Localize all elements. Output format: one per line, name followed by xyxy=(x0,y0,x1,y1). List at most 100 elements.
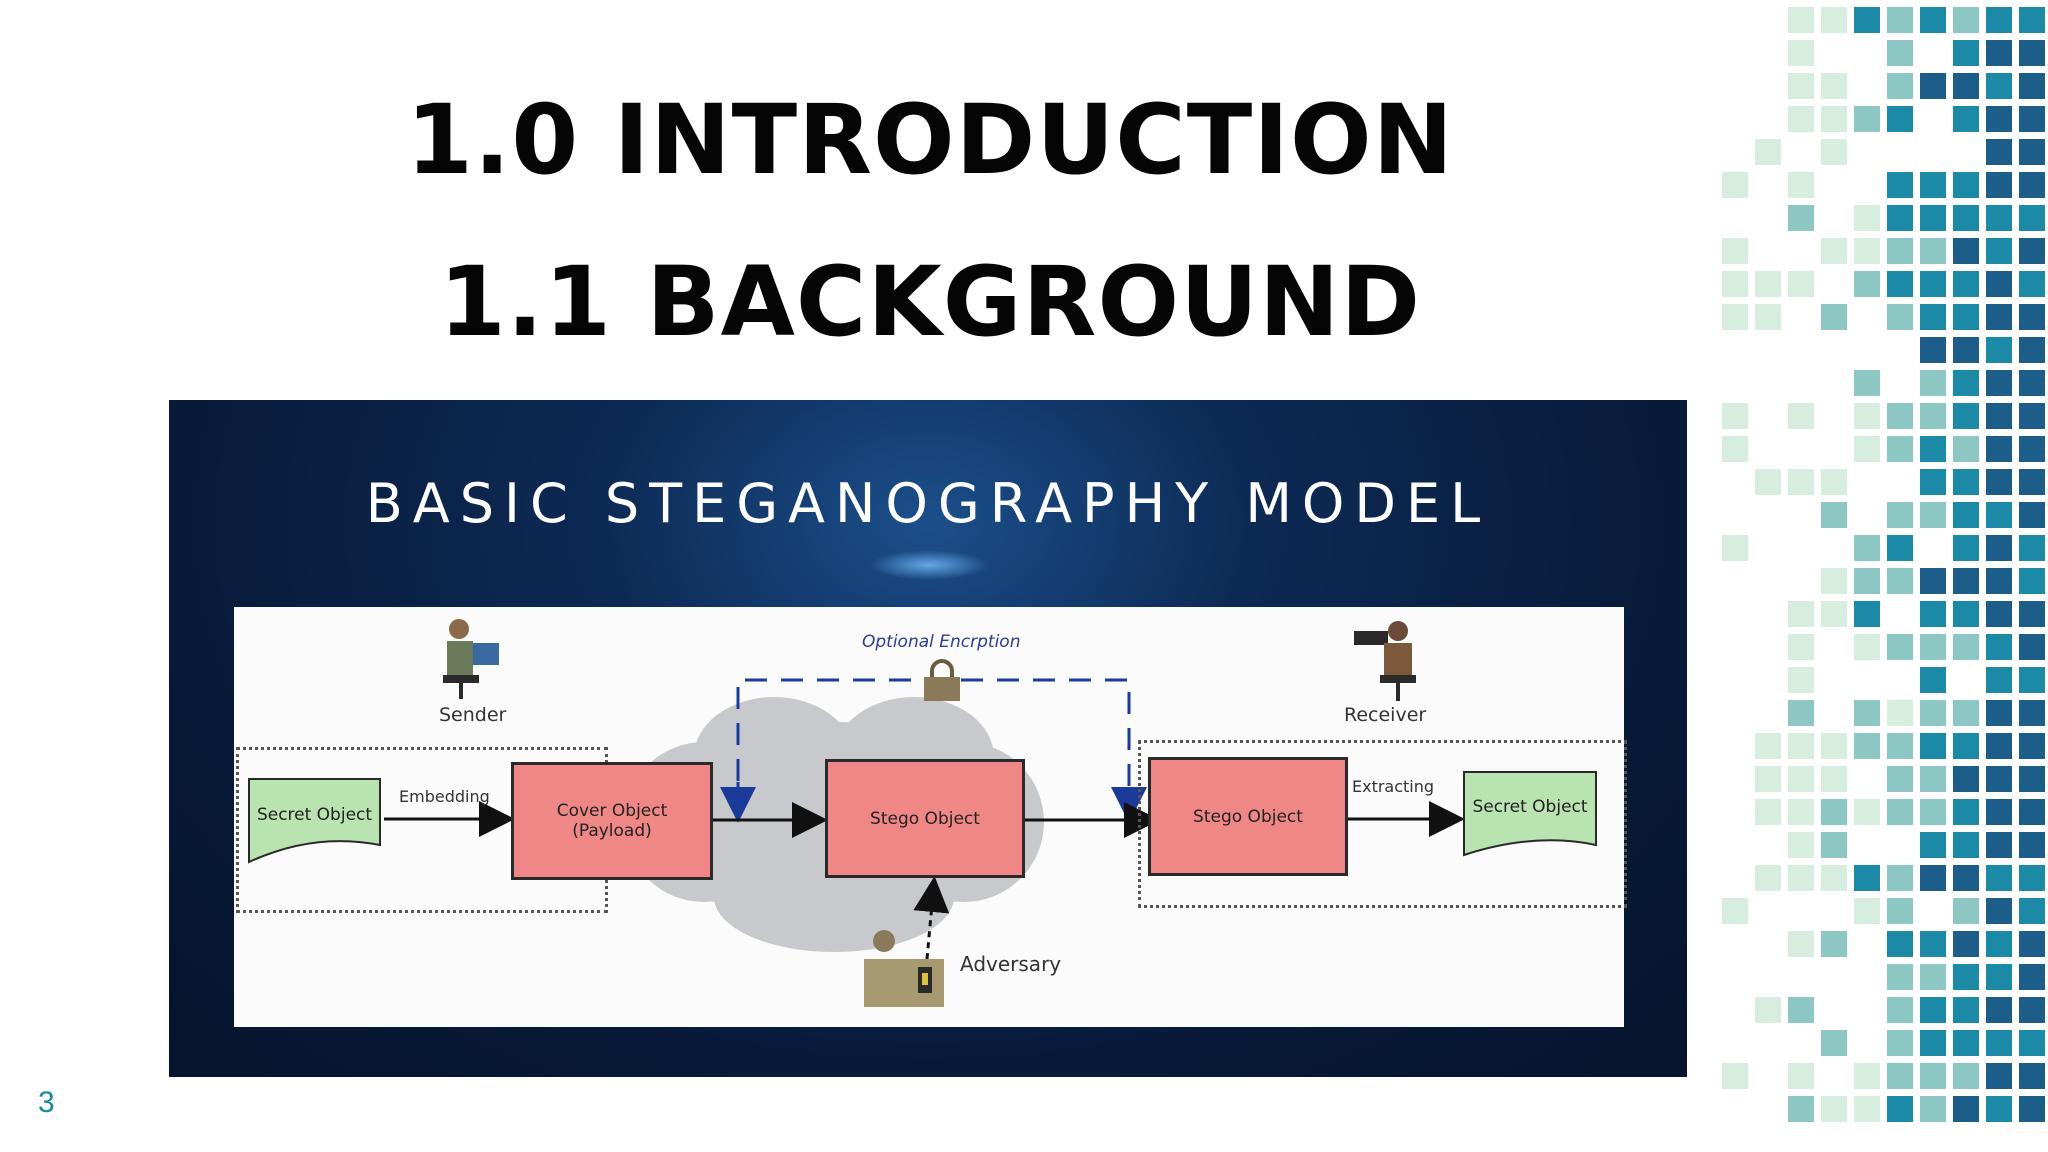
mosaic-tile xyxy=(2019,271,2045,297)
mosaic-tile xyxy=(1986,634,2012,660)
mosaic-tile xyxy=(2019,403,2045,429)
mosaic-tile xyxy=(1953,568,1979,594)
mosaic-tile xyxy=(2019,238,2045,264)
mosaic-tile xyxy=(1854,205,1880,231)
adversary-label: Adversary xyxy=(960,952,1062,976)
mosaic-tile xyxy=(1722,1063,1748,1089)
mosaic-tile xyxy=(1722,436,1748,462)
secret-object-right-shape xyxy=(1463,771,1597,857)
mosaic-tile xyxy=(2019,304,2045,330)
mosaic-tile xyxy=(1854,106,1880,132)
mosaic-tile xyxy=(1953,370,1979,396)
mosaic-tile xyxy=(1788,601,1814,627)
sender-person-icon xyxy=(443,619,499,699)
mosaic-tile xyxy=(2019,535,2045,561)
mosaic-tile xyxy=(1722,403,1748,429)
mosaic-tile xyxy=(1953,1063,1979,1089)
mosaic-tile xyxy=(1953,337,1979,363)
mosaic-tile xyxy=(1755,766,1781,792)
mosaic-tile xyxy=(1953,40,1979,66)
adversary-person-icon xyxy=(864,930,944,1007)
mosaic-tile xyxy=(1821,799,1847,825)
mosaic-tile xyxy=(1953,403,1979,429)
mosaic-tile xyxy=(1887,106,1913,132)
mosaic-tile xyxy=(2019,205,2045,231)
mosaic-tile xyxy=(1788,700,1814,726)
mosaic-tile xyxy=(1953,73,1979,99)
mosaic-tile xyxy=(1920,502,1946,528)
mosaic-tile xyxy=(1887,898,1913,924)
mosaic-tile xyxy=(1986,799,2012,825)
mosaic-tile xyxy=(2019,634,2045,660)
mosaic-tile xyxy=(2019,865,2045,891)
mosaic-tile xyxy=(1887,304,1913,330)
cover-object-node: Cover Object (Payload) xyxy=(511,762,713,880)
mosaic-tile xyxy=(2019,832,2045,858)
mosaic-tile xyxy=(1986,73,2012,99)
mosaic-tile xyxy=(1887,733,1913,759)
mosaic-tile xyxy=(1953,106,1979,132)
mosaic-tile xyxy=(2019,40,2045,66)
mosaic-tile xyxy=(1986,601,2012,627)
mosaic-tile xyxy=(1821,502,1847,528)
mosaic-tile xyxy=(1788,7,1814,33)
mosaic-tile xyxy=(1986,403,2012,429)
mosaic-tile xyxy=(1986,436,2012,462)
mosaic-tile xyxy=(2019,700,2045,726)
mosaic-tile xyxy=(1887,1030,1913,1056)
mosaic-tile xyxy=(1887,1096,1913,1122)
mosaic-tile xyxy=(1986,667,2012,693)
arrow-adversary xyxy=(913,876,950,993)
mosaic-tile xyxy=(1953,634,1979,660)
mosaic-tile xyxy=(1986,502,2012,528)
mosaic-tile xyxy=(1986,370,2012,396)
mosaic-tile xyxy=(1887,238,1913,264)
mosaic-tile xyxy=(1854,601,1880,627)
mosaic-tile xyxy=(1986,172,2012,198)
mosaic-tile xyxy=(1854,733,1880,759)
mosaic-tile xyxy=(1788,73,1814,99)
receiver-person-icon xyxy=(1354,621,1416,701)
mosaic-tile xyxy=(1821,601,1847,627)
mosaic-tile xyxy=(1986,766,2012,792)
mosaic-tile xyxy=(1953,436,1979,462)
mosaic-tile xyxy=(1887,502,1913,528)
mosaic-tile xyxy=(2019,1063,2045,1089)
mosaic-tile xyxy=(1986,106,2012,132)
mosaic-tile xyxy=(1953,304,1979,330)
mosaic-tile xyxy=(1821,1096,1847,1122)
mosaic-tile xyxy=(1953,733,1979,759)
mosaic-tile xyxy=(1887,865,1913,891)
mosaic-tile xyxy=(1854,7,1880,33)
mosaic-tile xyxy=(1986,205,2012,231)
diagram-canvas: Sender Receiver Optional Encrption Embed… xyxy=(234,607,1627,1027)
mosaic-tile xyxy=(1953,997,1979,1023)
mosaic-tile xyxy=(1788,634,1814,660)
mosaic-tile xyxy=(1788,865,1814,891)
slide-title-background: 1.1 BACKGROUND xyxy=(438,246,1422,358)
mosaic-tile xyxy=(1788,832,1814,858)
mosaic-tile xyxy=(1953,7,1979,33)
mosaic-tile xyxy=(1920,304,1946,330)
mosaic-tile xyxy=(1887,403,1913,429)
mosaic-tile xyxy=(1920,700,1946,726)
mosaic-tile xyxy=(1755,997,1781,1023)
mosaic-tile xyxy=(1986,337,2012,363)
mosaic-tile xyxy=(1854,535,1880,561)
mosaic-tile xyxy=(1788,469,1814,495)
mosaic-tile xyxy=(2019,469,2045,495)
mosaic-tile xyxy=(1722,898,1748,924)
mosaic-tile xyxy=(2019,337,2045,363)
mosaic-tile xyxy=(1788,106,1814,132)
mosaic-tile xyxy=(1854,271,1880,297)
mosaic-tile xyxy=(2019,964,2045,990)
mosaic-tile xyxy=(1821,304,1847,330)
mosaic-tile xyxy=(1920,568,1946,594)
mosaic-tile xyxy=(1854,370,1880,396)
mosaic-tile xyxy=(1887,271,1913,297)
diagram-heading: Basic Steganography Model xyxy=(365,472,1491,535)
mosaic-tile xyxy=(1788,931,1814,957)
mosaic-tile xyxy=(1722,238,1748,264)
mosaic-tile xyxy=(2019,1030,2045,1056)
mosaic-tile xyxy=(1788,733,1814,759)
